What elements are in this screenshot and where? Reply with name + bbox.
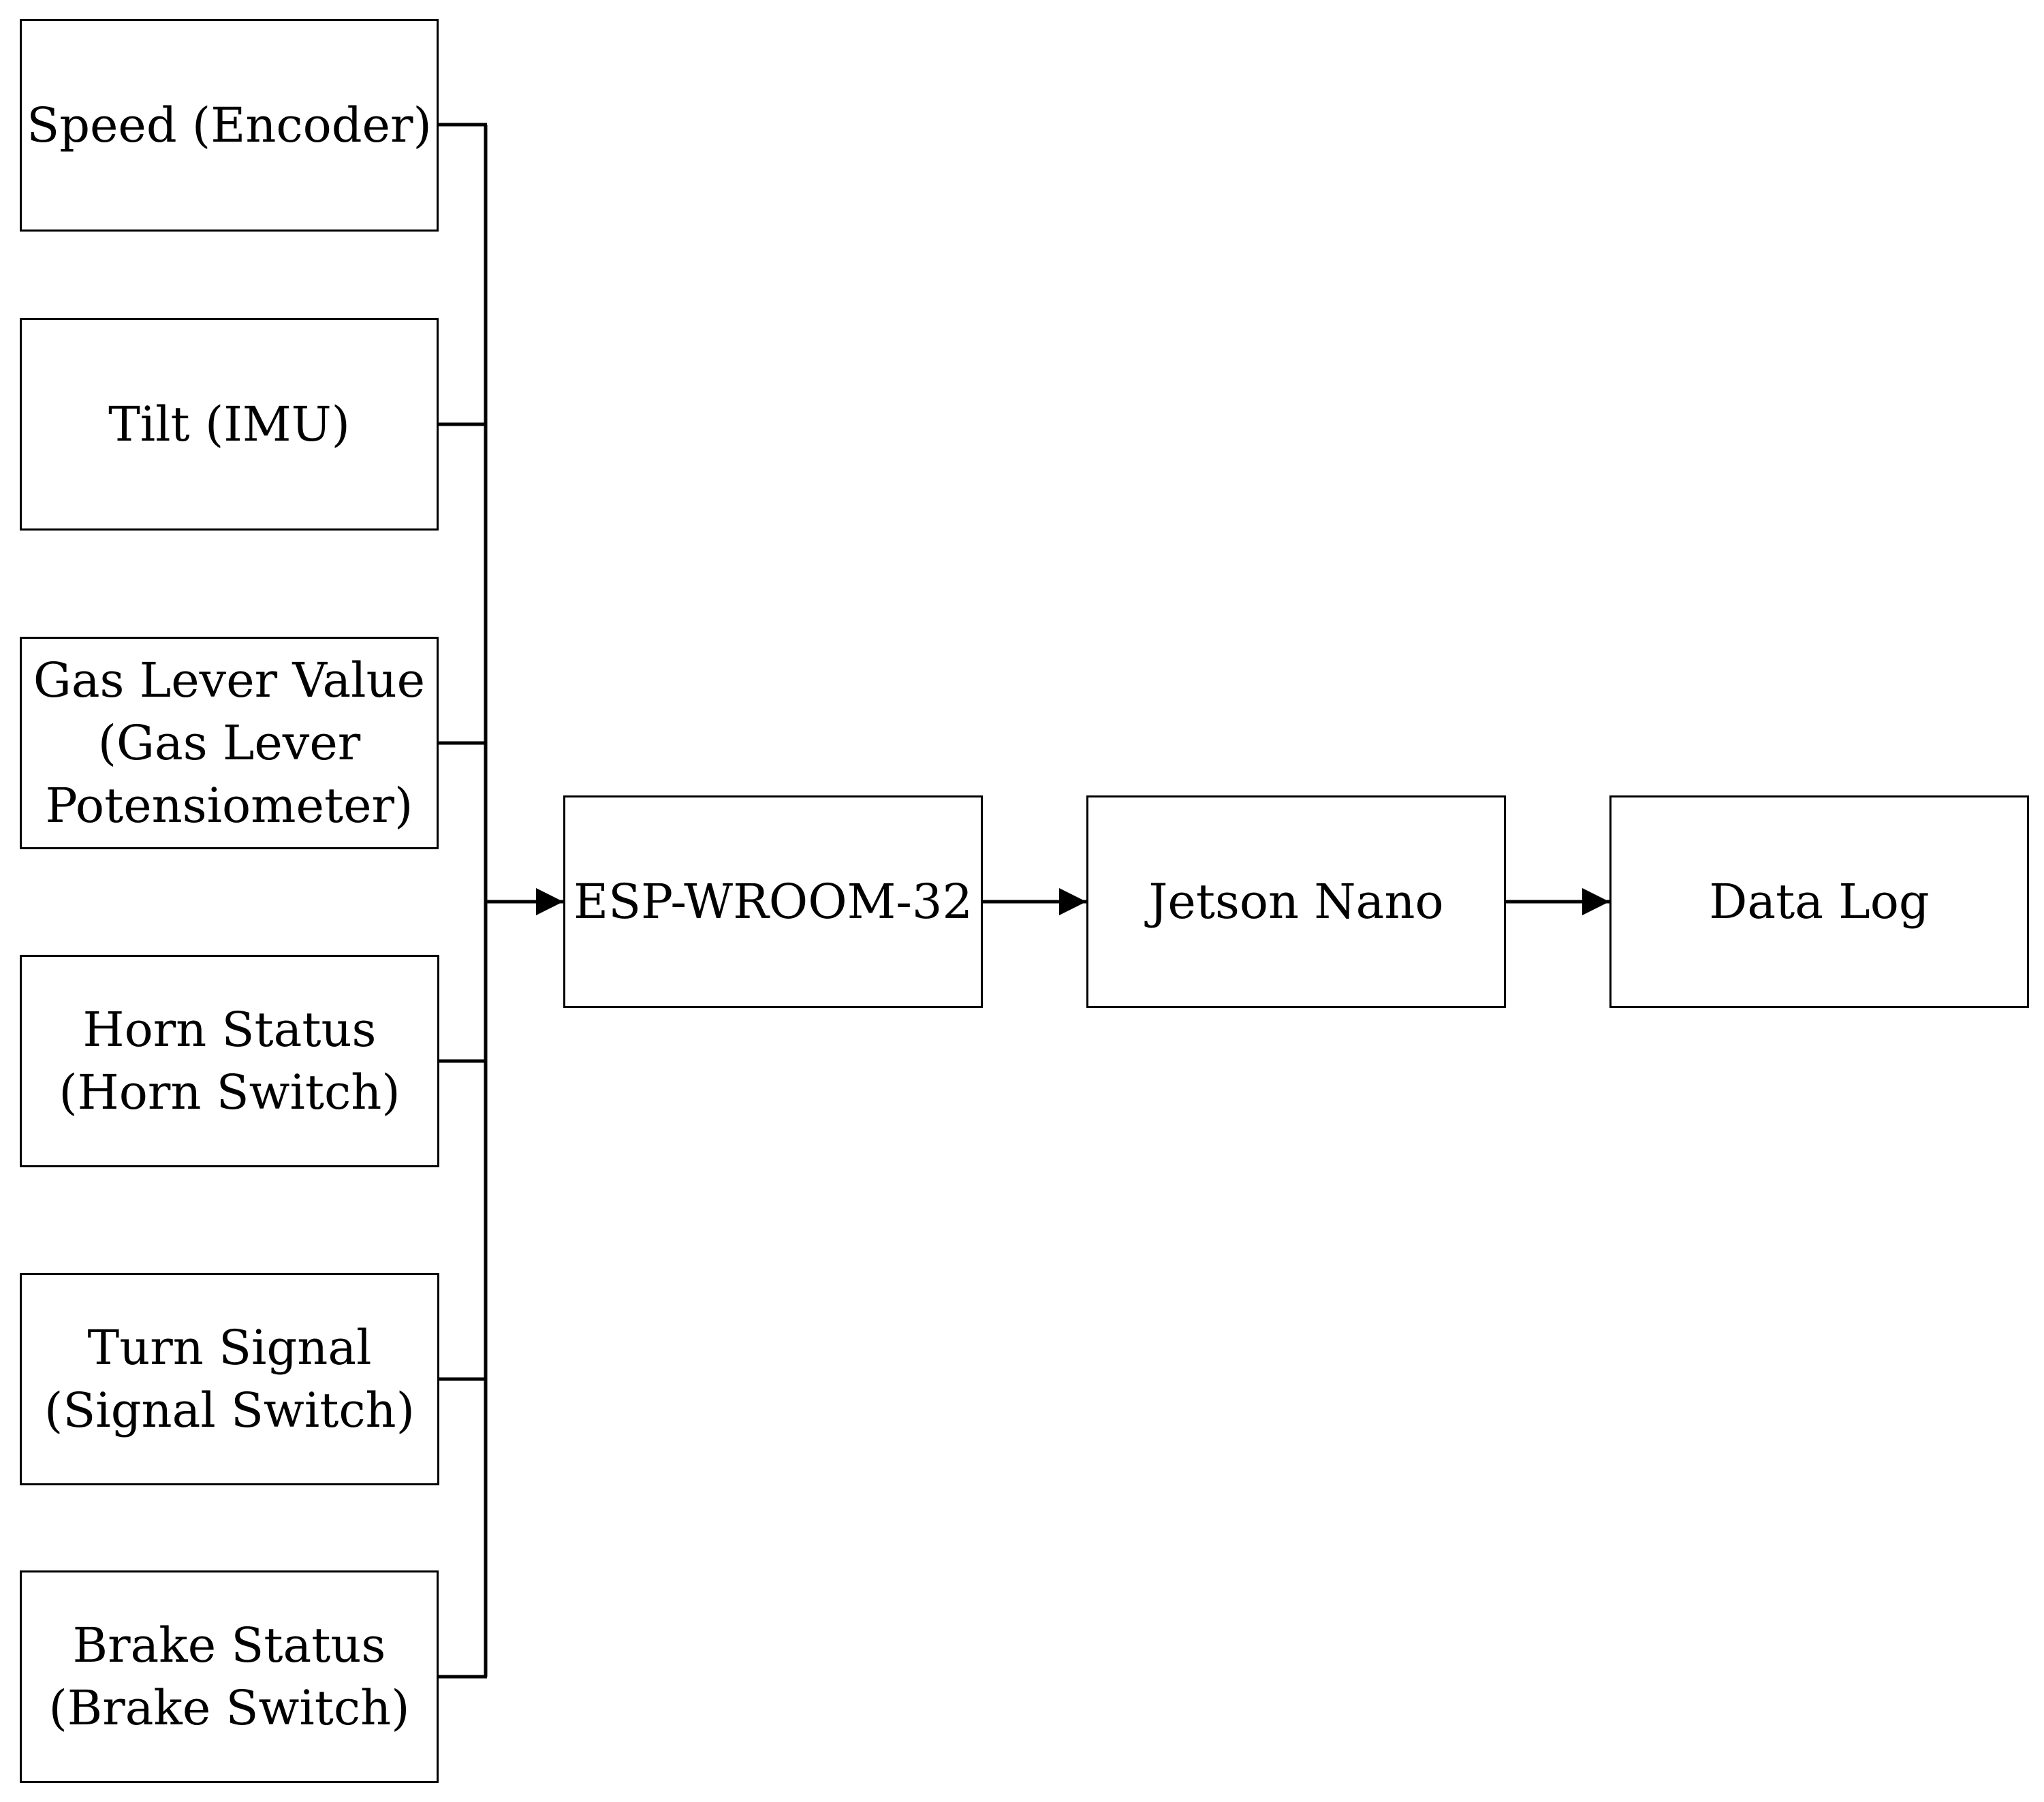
- turn-signal-box: Turn Signal (Signal Switch): [20, 1273, 439, 1485]
- data-log-box: Data Log: [1609, 795, 2029, 1008]
- brake-status-label: Brake Status (Brake Switch): [48, 1617, 410, 1736]
- speed-encoder-box: Speed (Encoder): [20, 19, 439, 232]
- speed-encoder-label: Speed (Encoder): [27, 97, 432, 153]
- tilt-imu-label: Tilt (IMU): [108, 396, 350, 452]
- gas-lever-box: Gas Lever Value (Gas Lever Potensiometer…: [20, 637, 439, 849]
- esp-wroom-label: ESP-WROOM-32: [573, 874, 973, 930]
- turn-signal-label: Turn Signal (Signal Switch): [44, 1320, 415, 1438]
- jetson-nano-label: Jetson Nano: [1148, 874, 1444, 930]
- horn-status-label: Horn Status (Horn Switch): [59, 1002, 400, 1120]
- brake-status-box: Brake Status (Brake Switch): [20, 1570, 439, 1783]
- tilt-imu-box: Tilt (IMU): [20, 318, 439, 531]
- esp-wroom-box: ESP-WROOM-32: [563, 795, 983, 1008]
- horn-status-box: Horn Status (Horn Switch): [20, 955, 439, 1167]
- jetson-nano-box: Jetson Nano: [1086, 795, 1506, 1008]
- gas-lever-label: Gas Lever Value (Gas Lever Potensiometer…: [33, 652, 426, 834]
- data-log-label: Data Log: [1709, 874, 1930, 930]
